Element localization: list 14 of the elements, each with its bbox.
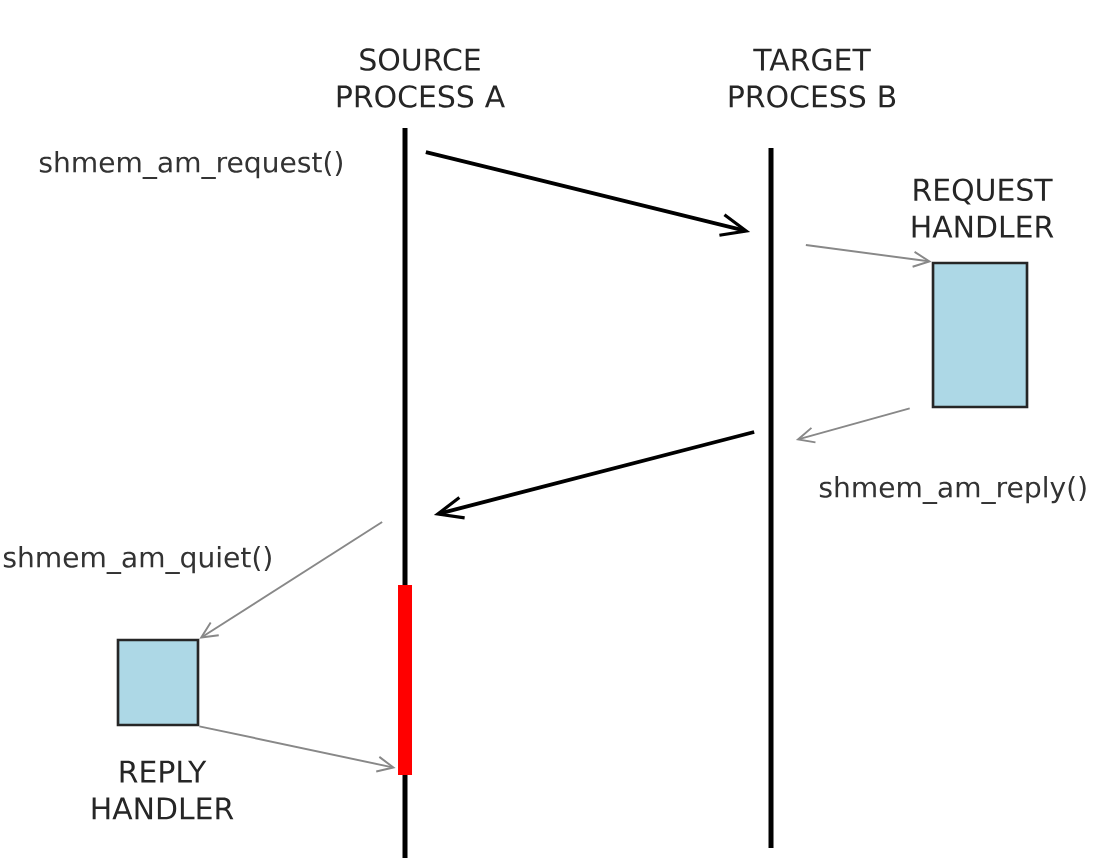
- activation-bar: [398, 585, 412, 775]
- arrow: [199, 521, 384, 639]
- function-label: shmem_am_reply(): [819, 476, 1086, 504]
- function-label: shmem_am_quiet(): [3, 546, 271, 574]
- handler-label: REQUEST HANDLER: [912, 178, 1054, 238]
- arrow: [198, 725, 396, 773]
- function-label: shmem_am_request(): [39, 151, 342, 179]
- lifeline-heading: SOURCE PROCESS A: [337, 48, 505, 108]
- arrow: [804, 244, 932, 268]
- arrow: [795, 407, 911, 444]
- handler-label: REPLY HANDLER: [92, 760, 234, 820]
- lifeline-heading: TARGET PROCESS B: [729, 48, 896, 108]
- arrow: [425, 150, 751, 237]
- arrow: [433, 430, 755, 520]
